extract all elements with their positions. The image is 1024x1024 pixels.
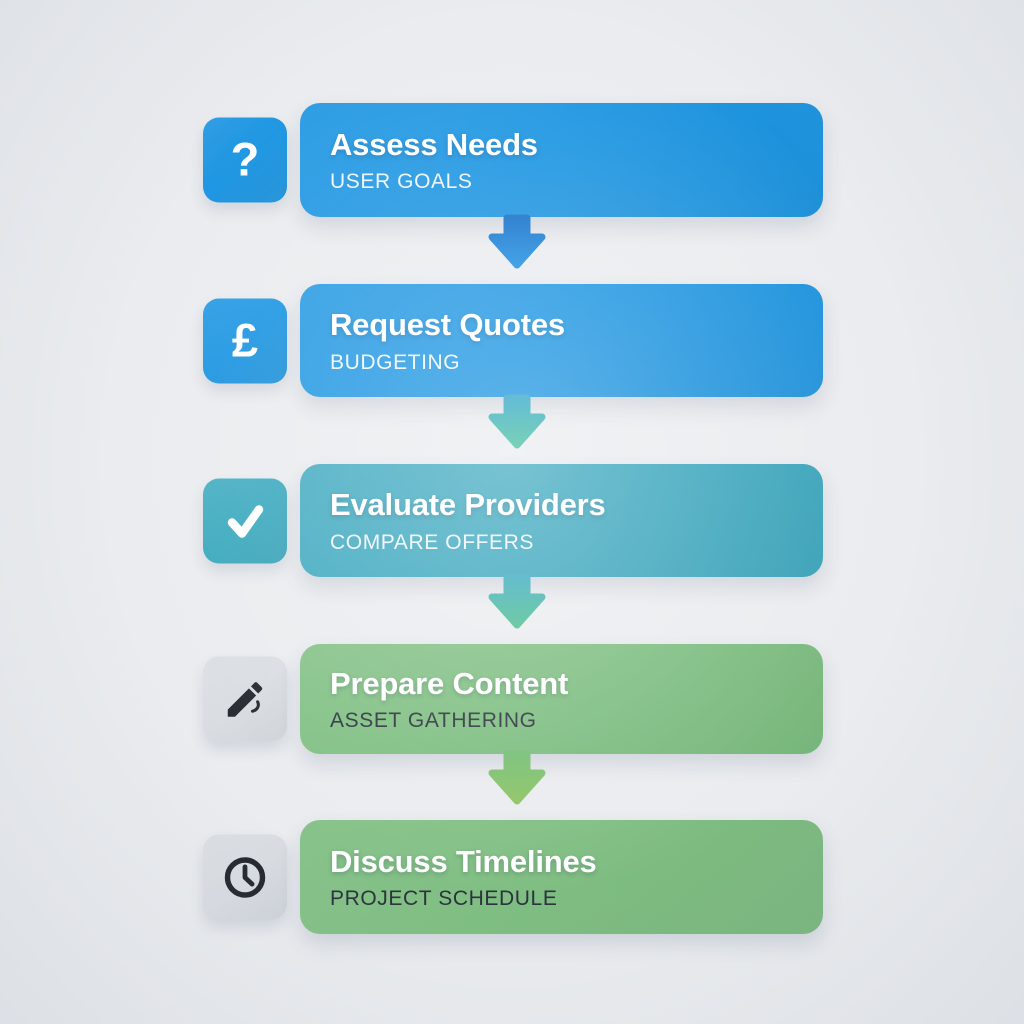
step-title: Request Quotes [330, 307, 565, 343]
step-block: Request Quotes BUDGETING [300, 284, 823, 397]
down-arrow-icon [488, 750, 546, 805]
question-mark-icon: ? [203, 117, 287, 203]
step-title: Evaluate Providers [330, 487, 606, 523]
step-block: Discuss Timelines PROJECT SCHEDULE [300, 820, 823, 934]
step-block: Evaluate Providers COMPARE OFFERS [300, 464, 823, 577]
step-evaluate-providers: Evaluate Providers COMPARE OFFERS [203, 464, 823, 577]
step-discuss-timelines: Discuss Timelines PROJECT SCHEDULE [203, 820, 823, 934]
step-subtitle: COMPARE OFFERS [330, 530, 535, 554]
down-arrow-icon [488, 394, 546, 449]
step-subtitle: BUDGETING [330, 350, 461, 374]
down-arrow-icon [488, 214, 546, 269]
step-subtitle: ASSET GATHERING [330, 709, 537, 733]
pen-icon [203, 656, 287, 742]
step-prepare-content: Prepare Content ASSET GATHERING [203, 644, 823, 754]
step-request-quotes: £ Request Quotes BUDGETING [203, 284, 823, 397]
step-subtitle: PROJECT SCHEDULE [330, 887, 558, 911]
question-mark-glyph: ? [230, 132, 260, 186]
checkmark-glyph [227, 505, 264, 538]
step-block: Assess Needs USER GOALS [300, 103, 823, 217]
checkmark-icon [203, 478, 287, 563]
pen-glyph [227, 681, 263, 717]
down-arrow-icon [488, 574, 546, 629]
clock-glyph [224, 856, 266, 898]
step-assess-needs: ? Assess Needs USER GOALS [203, 103, 823, 217]
step-title: Assess Needs [330, 126, 538, 162]
step-block: Prepare Content ASSET GATHERING [300, 644, 823, 754]
pound-sign-icon: £ [203, 298, 287, 383]
clock-icon [203, 834, 287, 920]
step-subtitle: USER GOALS [330, 170, 473, 194]
step-title: Prepare Content [330, 665, 569, 701]
pound-sign-glyph: £ [231, 313, 259, 366]
step-title: Discuss Timelines [330, 843, 597, 879]
